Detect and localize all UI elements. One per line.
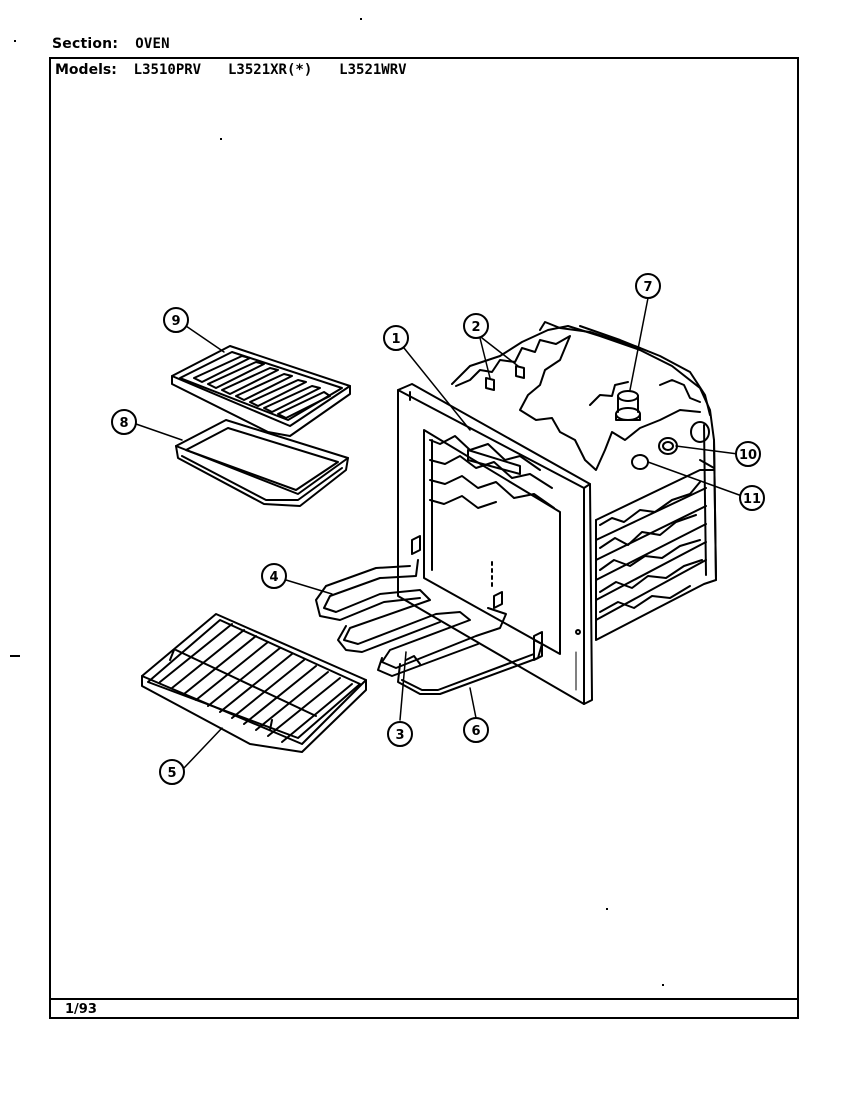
oven-rack [141,613,367,753]
callout-5: 5 [159,759,185,785]
svg-text:11: 11 [743,492,761,507]
svg-text:4: 4 [269,570,278,585]
model-2: L3521XR(*) [227,62,313,78]
models-header: Models: L3510PRV L3521XR(*) L3521WRV [55,62,429,78]
footer-divider [51,998,797,1000]
svg-text:3: 3 [395,728,404,743]
svg-text:7: 7 [643,280,652,295]
svg-text:1: 1 [391,332,400,347]
callouts: 1 2 3 4 5 6 7 8 9 10 11 [111,273,765,785]
svg-text:6: 6 [471,724,480,739]
thermostat-bulb-fitting [615,390,641,421]
diagram-frame: Models: L3510PRV L3521XR(*) L3521WRV 1/9… [49,57,799,1019]
scan-speck [14,40,16,42]
scan-speck [220,138,222,140]
svg-text:2: 2 [471,320,480,335]
models-label: Models: [55,62,117,78]
model-3: L3521WRV [339,62,407,78]
callout-7: 7 [635,273,661,299]
callout-1: 1 [383,325,409,351]
oven-front-frame [397,383,593,705]
footer-date: 1/93 [65,1002,97,1017]
svg-text:9: 9 [171,314,180,329]
svg-text:8: 8 [119,416,128,431]
callout-9: 9 [163,307,189,333]
callout-2: 2 [463,313,489,339]
model-1: L3510PRV [133,62,202,78]
callout-4: 4 [261,563,287,589]
callout-10: 10 [735,441,761,467]
side-fittings [631,421,710,470]
svg-text:5: 5 [167,766,176,781]
svg-text:10: 10 [739,448,757,463]
scan-speck [10,655,20,657]
scan-speck [360,18,362,20]
broiler-pan [175,419,349,507]
callout-6: 6 [463,717,489,743]
callout-8: 8 [111,409,137,435]
section-label: Section: [52,36,119,52]
bake-element [315,559,507,677]
section-header: Section: OVEN [52,36,192,52]
leader-lines [135,297,743,769]
bottom-tray [397,639,543,695]
section-value: OVEN [135,36,170,52]
broiler-grid [171,345,351,437]
callout-3: 3 [387,721,413,747]
scan-speck [606,908,608,910]
scan-speck [662,984,664,986]
oven-cavity-body [451,321,717,641]
callout-11: 11 [739,485,765,511]
top-clips [485,365,525,391]
